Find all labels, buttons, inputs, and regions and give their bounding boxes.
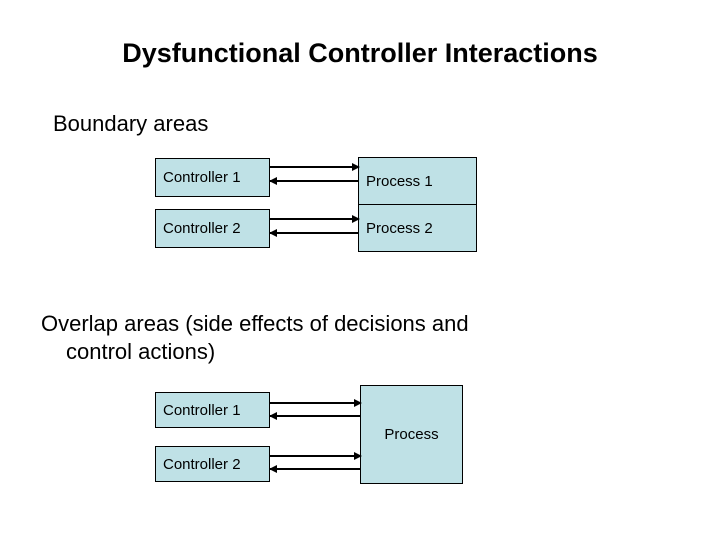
overlap-controller-1-box[interactable]: Controller 1 bbox=[155, 392, 270, 428]
overlap-areas-heading: Overlap areas (side effects of decisions… bbox=[41, 310, 641, 366]
arrow-shaft bbox=[270, 402, 361, 404]
arrow-boundary-process2-to-controller2 bbox=[269, 229, 359, 238]
boundary-controller-2-box[interactable]: Controller 2 bbox=[155, 209, 270, 248]
boundary-controller-1-box[interactable]: Controller 1 bbox=[155, 158, 270, 197]
arrow-overlap-process-to-controller1 bbox=[269, 412, 361, 421]
arrow-boundary-process1-to-controller1 bbox=[269, 177, 359, 186]
overlap-controller-2-box[interactable]: Controller 2 bbox=[155, 446, 270, 482]
arrow-head-right-icon bbox=[352, 163, 360, 171]
arrow-overlap-process-to-controller2 bbox=[269, 465, 361, 474]
arrow-overlap-controller1-to-process bbox=[270, 399, 362, 408]
arrow-shaft bbox=[270, 455, 361, 457]
overlap-process-box[interactable]: Process bbox=[360, 385, 463, 484]
arrow-head-left-icon bbox=[269, 465, 277, 473]
boundary-areas-heading: Boundary areas bbox=[53, 111, 209, 136]
arrow-shaft bbox=[270, 218, 359, 220]
arrow-boundary-controller2-to-process2 bbox=[270, 215, 360, 224]
arrow-shaft bbox=[270, 166, 359, 168]
arrow-head-right-icon bbox=[354, 399, 362, 407]
arrow-head-right-icon bbox=[354, 452, 362, 460]
boundary-process-1-box[interactable]: Process 1 bbox=[358, 157, 477, 205]
arrow-shaft bbox=[270, 180, 359, 182]
arrow-head-right-icon bbox=[352, 215, 360, 223]
arrow-head-left-icon bbox=[269, 229, 277, 237]
arrow-boundary-controller1-to-process1 bbox=[270, 163, 360, 172]
overlap-heading-line-1: Overlap areas (side effects of decisions… bbox=[41, 311, 469, 336]
page-title: Dysfunctional Controller Interactions bbox=[122, 38, 598, 68]
arrow-head-left-icon bbox=[269, 412, 277, 420]
arrow-shaft bbox=[270, 415, 361, 417]
arrow-shaft bbox=[270, 468, 361, 470]
arrow-overlap-controller2-to-process bbox=[270, 452, 362, 461]
arrow-head-left-icon bbox=[269, 177, 277, 185]
overlap-heading-line-2: control actions) bbox=[66, 339, 216, 364]
arrow-shaft bbox=[270, 232, 359, 234]
boundary-process-2-box[interactable]: Process 2 bbox=[358, 204, 477, 252]
